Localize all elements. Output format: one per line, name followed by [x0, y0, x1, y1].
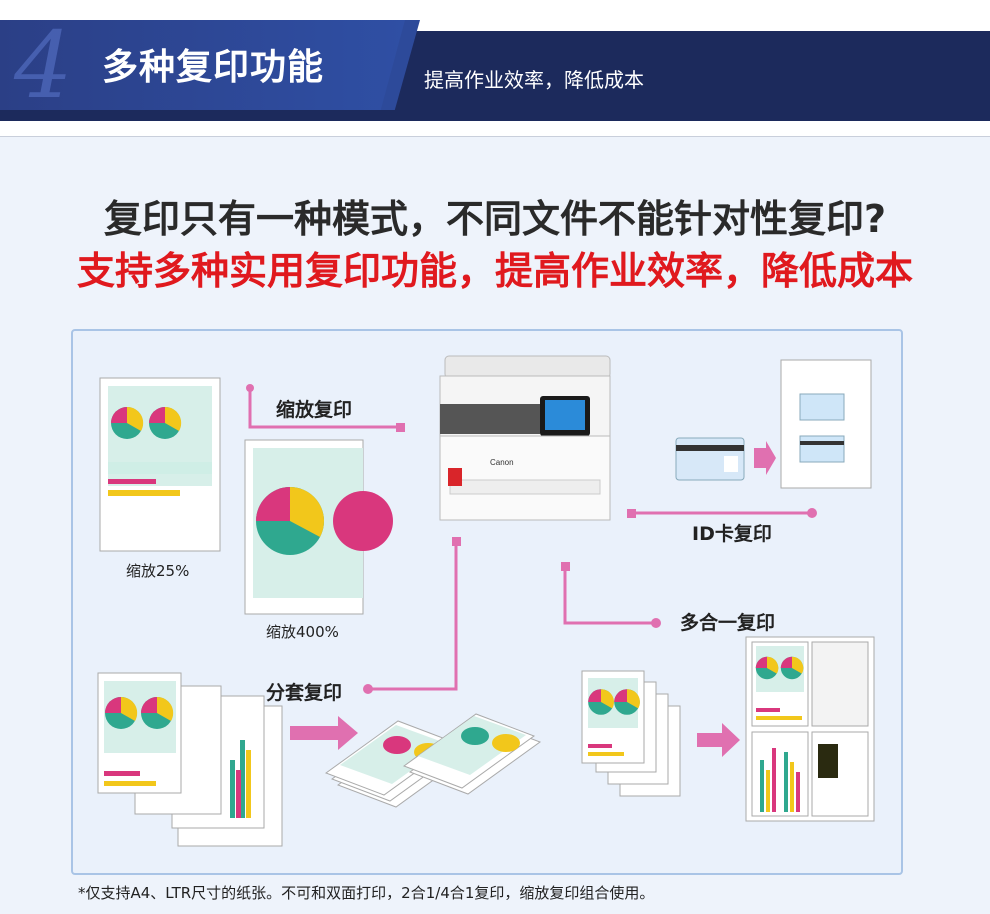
printer: Canon — [439, 355, 611, 521]
section-subtitle: 提高作业效率，降低成本 — [424, 68, 644, 92]
sort-output-sets — [324, 713, 542, 808]
printer-brand: Canon — [490, 458, 514, 467]
section-number: 4 — [14, 12, 73, 119]
sort-copy-label: 分套复印 — [266, 682, 343, 704]
section-title: 多种复印功能 — [102, 47, 325, 88]
id-copy-label: ID卡复印 — [692, 523, 772, 545]
zoom-400-document — [244, 439, 393, 615]
answer-heading: 支持多种实用复印功能，提高作业效率，降低成本 — [76, 249, 913, 293]
question-heading: 复印只有一种模式，不同文件不能针对性复印? — [103, 197, 887, 241]
zoom-copy-label: 缩放复印 — [276, 399, 353, 421]
divider — [0, 136, 990, 137]
footnote: *仅支持A4、LTR尺寸的纸张。不可和双面打印，2合1/4合1复印，缩放复印组合… — [78, 884, 655, 902]
nup-copy-label: 多合一复印 — [680, 612, 776, 634]
connector-lines — [248, 388, 812, 691]
zoom-25-document — [99, 377, 221, 552]
nup-originals — [581, 670, 740, 797]
zoom-400-label: 缩放400% — [266, 623, 339, 641]
sort-originals — [97, 672, 358, 847]
nup-result — [745, 636, 875, 822]
id-card-illustration — [675, 359, 872, 489]
header-slant-inner — [0, 20, 405, 110]
zoom-25-label: 缩放25% — [126, 562, 190, 580]
connector-dots — [246, 384, 817, 694]
